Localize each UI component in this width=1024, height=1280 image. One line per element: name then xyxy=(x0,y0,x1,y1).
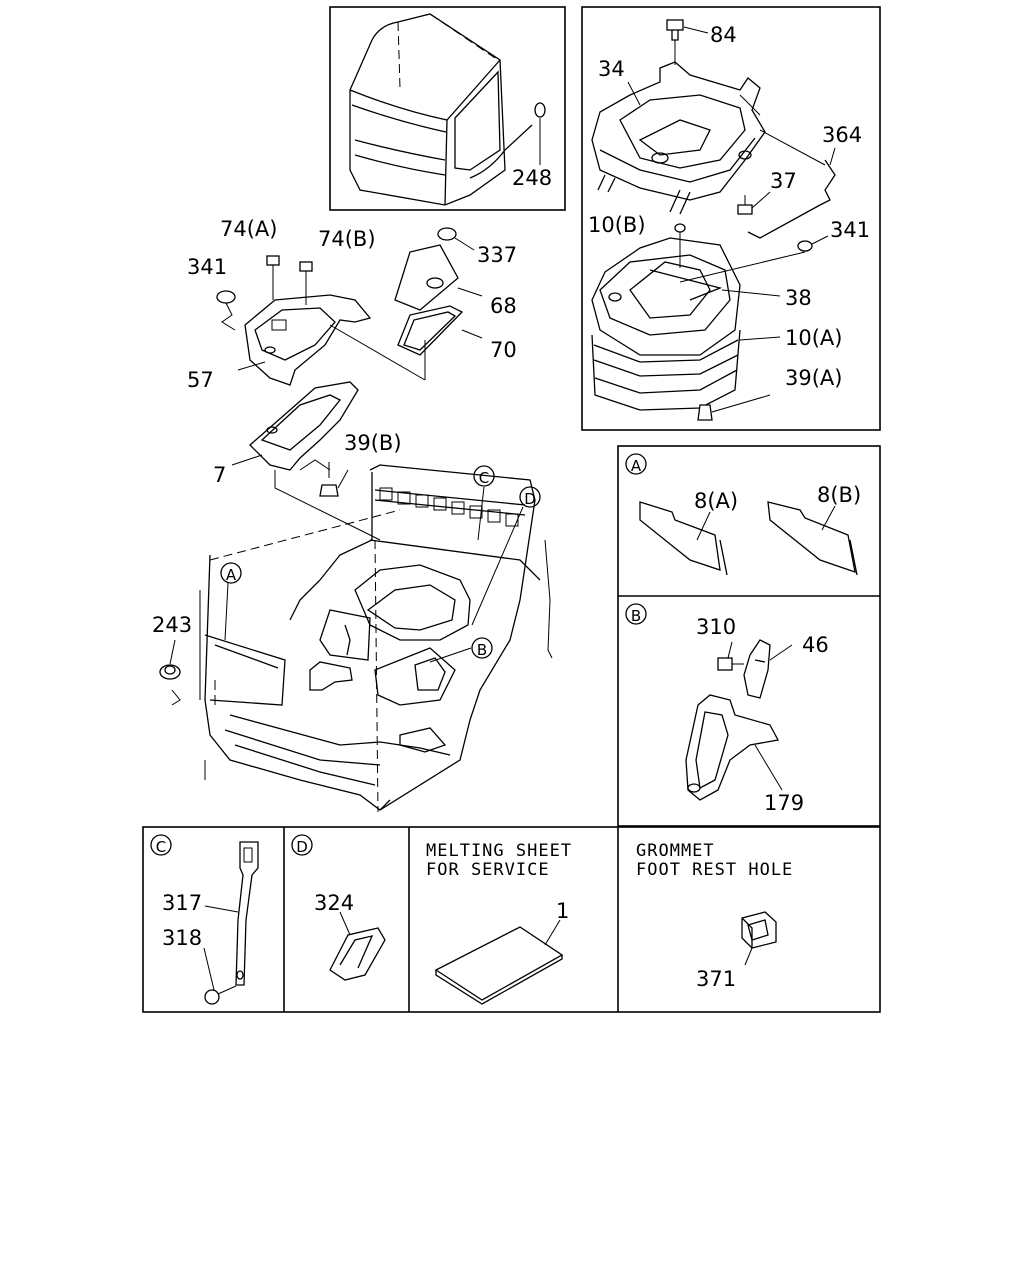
detail-c-letter: C xyxy=(156,838,166,856)
label-10a: 10(A) xyxy=(785,326,842,350)
label-371: 371 xyxy=(696,967,736,991)
screw-318-drawing xyxy=(204,989,220,1005)
sheet-8a-drawing xyxy=(639,501,721,571)
label-1: 1 xyxy=(556,899,569,923)
label-317: 317 xyxy=(162,891,202,915)
label-39b: 39(B) xyxy=(344,431,402,455)
label-10b: 10(B) xyxy=(588,213,646,237)
label-8a: 8(A) xyxy=(694,489,738,513)
grommet-371-drawing xyxy=(741,911,777,949)
detail-b: B xyxy=(625,603,793,801)
callout-c-floor: C xyxy=(473,465,495,487)
label-341-left: 341 xyxy=(187,255,227,279)
label-38: 38 xyxy=(785,286,812,310)
cab-drawing xyxy=(349,13,546,206)
label-179: 179 xyxy=(764,791,804,815)
detail-d: D xyxy=(291,834,386,981)
label-364: 364 xyxy=(822,123,862,147)
clip-324-drawing xyxy=(329,927,386,981)
callout-d-floor-letter: D xyxy=(524,490,536,508)
melting-sheet-title-2: FOR SERVICE xyxy=(426,860,550,880)
floor-ribs xyxy=(379,487,519,527)
floor-assembly-drawing xyxy=(159,464,553,813)
callout-a-floor-letter: A xyxy=(226,566,237,584)
detail-ab-frame xyxy=(617,445,881,827)
grommet-title-1: GROMMET xyxy=(636,841,715,861)
label-337: 337 xyxy=(477,243,517,267)
label-248: 248 xyxy=(512,166,552,190)
label-46: 46 xyxy=(802,633,829,657)
detail-d-letter: D xyxy=(296,838,308,856)
label-243: 243 xyxy=(152,613,192,637)
label-318: 318 xyxy=(162,926,202,950)
bottom-row-frame xyxy=(142,826,881,1013)
melting-sheet-panel: MELTING SHEET FOR SERVICE xyxy=(426,841,572,1005)
label-310: 310 xyxy=(696,615,736,639)
label-341-right: 341 xyxy=(830,218,870,242)
label-39a: 39(A) xyxy=(785,366,842,390)
melting-sheet-title-1: MELTING SHEET xyxy=(426,841,572,861)
label-70: 70 xyxy=(490,338,517,362)
label-7: 7 xyxy=(213,463,226,487)
cab-inset-frame xyxy=(329,6,566,211)
melting-sheet-drawing xyxy=(434,926,564,1001)
label-74a: 74(A) xyxy=(220,217,277,241)
callout-c-floor-letter: C xyxy=(479,469,489,487)
bolt-310-drawing xyxy=(717,657,733,671)
callout-a-floor: A xyxy=(220,562,242,584)
label-68: 68 xyxy=(490,294,517,318)
panel-frames xyxy=(142,6,881,1013)
grommet-panel: GROMMET FOOT REST HOLE xyxy=(636,841,793,966)
label-324: 324 xyxy=(314,891,354,915)
callout-b-floor-letter: B xyxy=(477,641,487,659)
label-8b: 8(B) xyxy=(817,483,861,507)
strap-317-drawing xyxy=(235,841,259,986)
bracket-parts-drawing xyxy=(216,227,483,541)
label-57: 57 xyxy=(187,368,214,392)
detail-c: C xyxy=(150,834,259,1005)
callout-d-floor: D xyxy=(519,486,541,508)
label-37: 37 xyxy=(770,169,797,193)
box-inset-frame xyxy=(581,6,881,431)
label-34: 34 xyxy=(598,57,625,81)
latch-46-drawing xyxy=(743,639,771,699)
grommet-title-2: FOOT REST HOLE xyxy=(636,860,793,880)
callout-b-floor: B xyxy=(471,637,493,659)
sheet-8b-drawing xyxy=(767,501,856,573)
tray-lid-drawing xyxy=(591,19,836,283)
label-74b: 74(B) xyxy=(318,227,376,251)
label-84: 84 xyxy=(710,23,737,47)
tray-box-drawing xyxy=(591,237,781,421)
detail-b-letter: B xyxy=(631,607,641,625)
detail-a: A xyxy=(625,453,858,576)
detail-a-letter: A xyxy=(631,457,642,475)
